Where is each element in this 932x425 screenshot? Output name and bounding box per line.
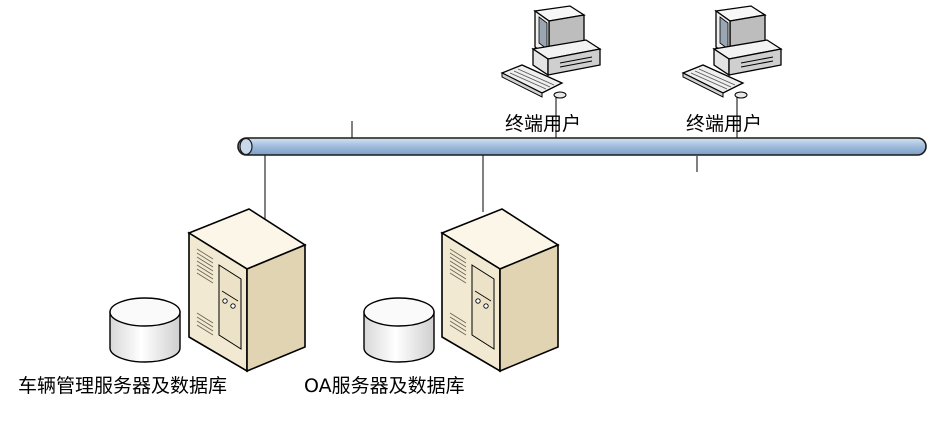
network-bus <box>237 137 927 156</box>
server-icon-vehicle-mgmt <box>187 208 307 373</box>
connection-lines <box>264 96 738 222</box>
computer-icon-user2 <box>681 5 783 99</box>
server-icon-oa <box>440 208 560 373</box>
terminal-user-label-1: 终端用户 <box>505 113 582 135</box>
vehicle-server-label: 车辆管理服务器及数据库 <box>18 375 228 397</box>
database-icon-vehicle-mgmt <box>109 297 181 363</box>
database-icon-oa <box>363 297 435 363</box>
terminal-user-label-2: 终端用户 <box>686 113 763 135</box>
computer-icon-user1 <box>500 5 602 99</box>
oa-server-label: OA服务器及数据库 <box>304 375 465 397</box>
